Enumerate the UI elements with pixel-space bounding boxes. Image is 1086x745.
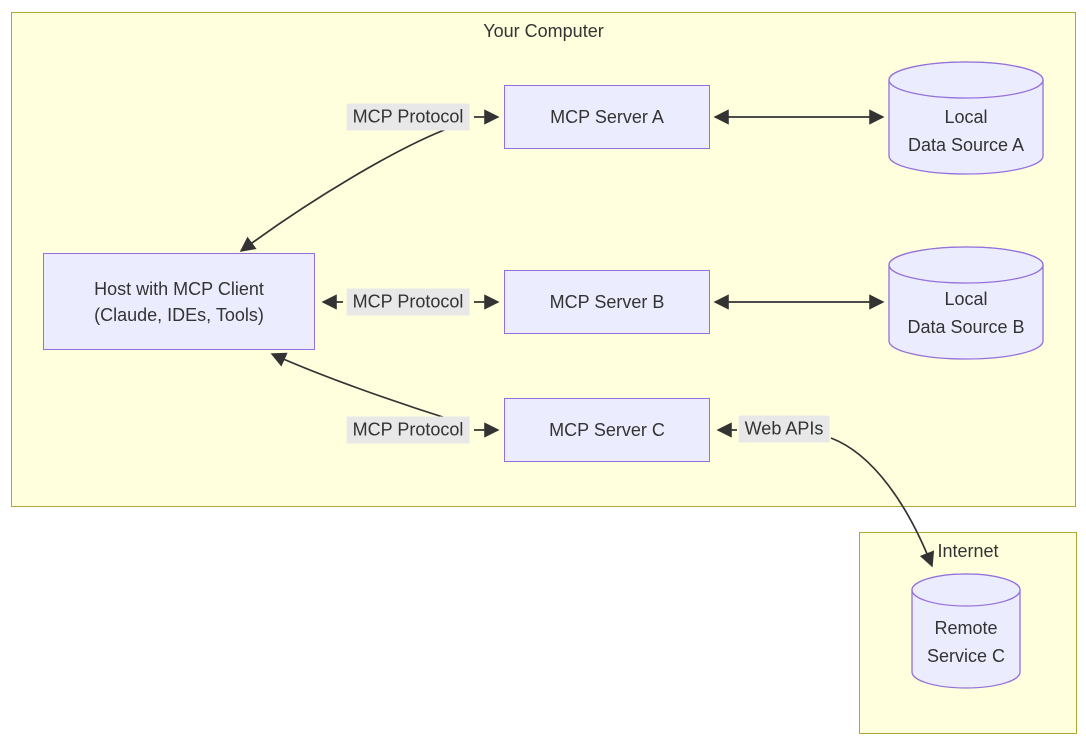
edge-host-server-c-curve <box>270 352 453 421</box>
node-mcp-server-c-label: MCP Server C <box>549 420 665 440</box>
node-mcp-server-b: MCP Server B <box>504 270 710 334</box>
node-host-line2: (Claude, IDEs, Tools) <box>94 304 264 325</box>
node-remote-service-c-text: Remote Service C <box>912 614 1020 670</box>
node-mcp-server-a-label: MCP Server A <box>550 107 664 127</box>
node-data-source-b-text: Local Data Source B <box>889 285 1043 341</box>
edge-webapis-to-remote-c-curve <box>830 437 935 568</box>
node-host: Host with MCP Client (Claude, IDEs, Tool… <box>43 253 315 350</box>
node-data-source-b-line1: Local <box>944 289 988 309</box>
node-mcp-server-a: MCP Server A <box>504 85 710 149</box>
edge-label-mcp-protocol-b: MCP Protocol <box>346 288 470 316</box>
cylinder-remote-service-c <box>911 573 1021 689</box>
edge-label-mcp-protocol-c: MCP Protocol <box>346 416 470 444</box>
cylinder-data-source-a <box>888 61 1044 175</box>
node-mcp-server-b-label: MCP Server B <box>549 292 665 312</box>
node-data-source-a-text: Local Data Source A <box>889 103 1043 159</box>
node-mcp-server-c: MCP Server C <box>504 398 710 462</box>
node-remote-service-c-line2: Service C <box>926 646 1006 666</box>
node-host-line1: Host with MCP Client <box>94 278 264 299</box>
node-remote-service-c-line1: Remote <box>934 618 998 638</box>
node-data-source-b-line2: Data Source B <box>907 317 1025 337</box>
cluster-title-your-computer: Your Computer <box>483 21 604 41</box>
edge-label-mcp-protocol-a: MCP Protocol <box>346 103 470 131</box>
cluster-internet: Internet <box>859 532 1077 734</box>
edge-host-server-a-curve <box>239 126 453 252</box>
cluster-title-internet: Internet <box>937 541 999 561</box>
node-data-source-a-line1: Local <box>944 107 988 127</box>
node-data-source-a-line2: Data Source A <box>907 135 1025 155</box>
edge-label-web-apis: Web APIs <box>738 415 830 443</box>
cylinder-data-source-b <box>888 246 1044 360</box>
